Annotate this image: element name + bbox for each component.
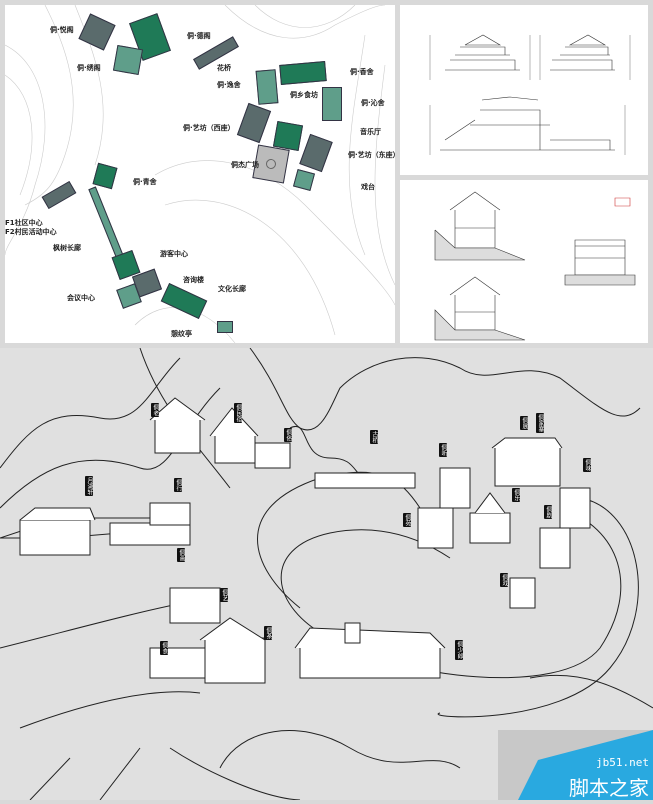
tag: 侗行 <box>174 478 182 492</box>
label: 文化长廊 <box>218 285 246 293</box>
perspective-panel: 侗老 侗民宿 侗俗 古桥 侗听 侗展 侗家寨 侗味 月湖轩 侗行 侗画 侗艺 侗… <box>0 347 653 801</box>
building-qin-she <box>322 87 342 121</box>
watermark: jb51.net 脚本之家 <box>498 730 653 800</box>
tag: 侗茶 <box>264 626 272 640</box>
watermark-name: 脚本之家 <box>569 776 649 800</box>
building-xiu-ge <box>112 44 144 76</box>
watermark-shape <box>498 730 653 800</box>
tag: 侗家寨 <box>536 413 544 433</box>
label: F1社区中心 <box>5 219 43 227</box>
label: 侗·艺坊（东座） <box>348 151 400 159</box>
tag: 侗苑 <box>403 513 411 527</box>
tag: 侗味 <box>583 458 591 472</box>
perspective-drawing <box>0 347 653 801</box>
tag: 古桥 <box>370 430 378 444</box>
section-drawings <box>434 191 636 341</box>
building-yi-she <box>255 69 279 105</box>
label: 侗·逸舍 <box>217 81 241 89</box>
tag: 侗戏 <box>500 573 508 587</box>
tag: 侗听 <box>439 443 447 457</box>
building-food-house <box>279 61 327 85</box>
tag: 侗乐 <box>512 488 520 502</box>
tag: 侗剧 <box>544 505 552 519</box>
label: 侗·艺坊（西座） <box>183 124 235 132</box>
label: 咨询楼 <box>183 276 204 284</box>
label: 侗·青舍 <box>133 178 157 186</box>
label: 侗·香舍 <box>350 68 374 76</box>
tag: 侗老 <box>151 403 159 417</box>
watermark-url: jb51.net <box>596 756 649 769</box>
label: 侗·悦阁 <box>50 26 74 34</box>
section-panel <box>400 180 648 343</box>
pavilion <box>217 321 233 333</box>
tag: 侗画 <box>177 548 185 562</box>
building-music-hall <box>272 120 304 152</box>
tag: 侗展 <box>520 416 528 430</box>
tag: 侗民宿 <box>234 403 242 423</box>
label: F2村民活动中心 <box>5 228 57 236</box>
label: 音乐厅 <box>360 128 381 136</box>
label: 花桥 <box>217 64 231 72</box>
tag: 月湖轩 <box>85 476 93 496</box>
label: 会议中心 <box>67 294 95 302</box>
label: 戏台 <box>361 183 375 191</box>
elevation-drawings <box>429 34 631 155</box>
label: 侗·沁舍 <box>361 99 385 107</box>
label: 侗乡食坊 <box>290 91 318 99</box>
tag: 侗艺 <box>220 588 228 602</box>
site-plan-panel: 侗·悦阁 侗·德阁 侗·绣阁 花桥 侗·逸舍 侗乡食坊 侗·香舍 侗·沁舍 侗·… <box>5 5 400 343</box>
elevation-panel <box>400 5 648 175</box>
label: 憩纹亭 <box>171 330 192 338</box>
label: 枫树长廊 <box>53 244 81 252</box>
label: 游客中心 <box>160 250 188 258</box>
label: 侗杰广场 <box>231 161 259 169</box>
label: 侗·德阁 <box>187 32 211 40</box>
tag: 侗食 <box>160 641 168 655</box>
label: 侗·绣阁 <box>77 64 101 72</box>
tag: 侗少郎 <box>455 640 463 660</box>
tag: 侗俗 <box>284 428 292 442</box>
contour-lines <box>5 5 395 343</box>
